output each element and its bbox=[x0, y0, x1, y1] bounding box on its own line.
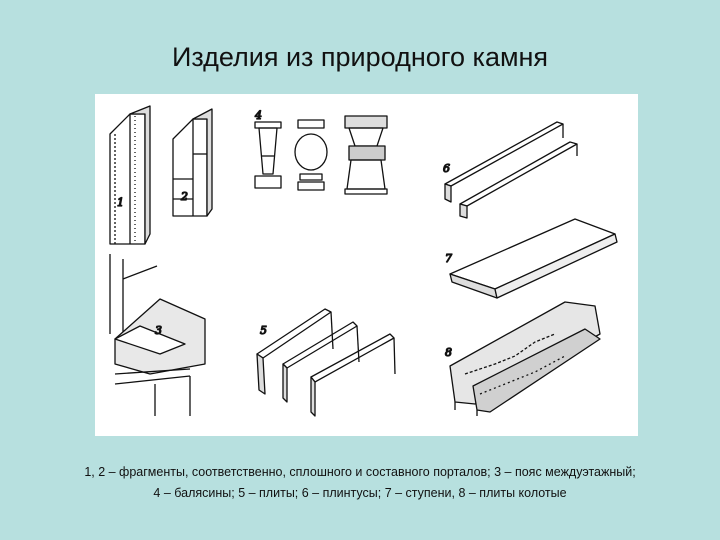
figure-caption: 1, 2 – фрагменты, соответственно, сплошн… bbox=[20, 462, 700, 504]
stone-products-drawing: 1 2 3 bbox=[109, 105, 618, 417]
slide-title: Изделия из природного камня bbox=[171, 42, 549, 72]
slabs bbox=[256, 308, 396, 417]
label-7: 7 bbox=[445, 252, 452, 265]
portal-solid-fragment bbox=[109, 105, 151, 245]
plinths bbox=[444, 121, 578, 219]
label-8: 8 bbox=[445, 346, 452, 359]
stair-step bbox=[449, 218, 618, 299]
label-1: 1 bbox=[117, 196, 124, 209]
portal-composite-fragment bbox=[172, 108, 213, 217]
baluster-3 bbox=[344, 115, 388, 195]
stone-products-figure: 1 2 3 bbox=[95, 94, 638, 436]
split-stone-slabs bbox=[449, 301, 601, 416]
caption-line-1: 1, 2 – фрагменты, соответственно, сплошн… bbox=[84, 465, 636, 479]
label-3: 3 bbox=[155, 324, 162, 337]
interfloor-belt bbox=[109, 254, 206, 416]
label-4: 4 bbox=[254, 109, 262, 122]
baluster-2 bbox=[294, 119, 328, 191]
caption-line-2: 4 – балясины; 5 – плиты; 6 – плинтусы; 7… bbox=[153, 486, 567, 500]
label-6: 6 bbox=[443, 162, 450, 175]
label-5: 5 bbox=[260, 324, 267, 337]
baluster-1 bbox=[254, 121, 282, 189]
label-2: 2 bbox=[180, 190, 188, 203]
